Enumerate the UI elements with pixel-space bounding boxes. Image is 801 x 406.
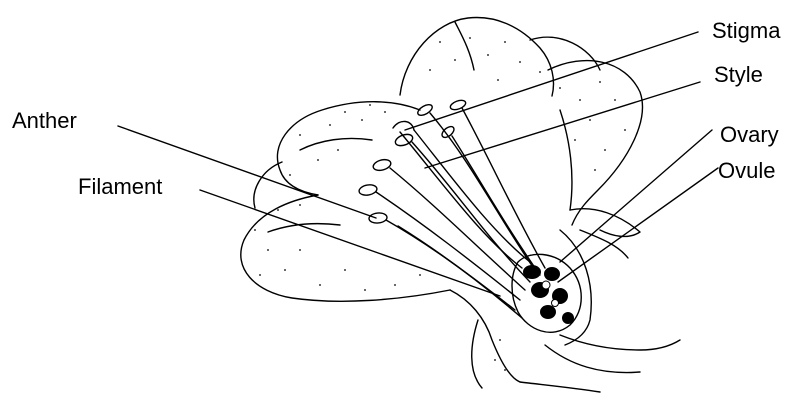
ovule-label: Ovule bbox=[718, 160, 775, 182]
ovule-leader bbox=[558, 168, 718, 282]
petal-lower-left bbox=[241, 195, 450, 301]
ovary-label: Ovary bbox=[720, 124, 779, 146]
petal-back-fold bbox=[455, 22, 474, 70]
petal-back bbox=[400, 18, 554, 96]
anther-shape bbox=[369, 212, 388, 224]
filament-leader bbox=[200, 190, 500, 296]
petal-upper-left-vein bbox=[300, 138, 372, 150]
anther-shape bbox=[372, 158, 392, 172]
filament-shape bbox=[430, 113, 535, 270]
receptacle-right bbox=[560, 230, 591, 345]
petal-lower-left-2 bbox=[254, 162, 282, 208]
sepal-left bbox=[472, 320, 482, 388]
stem bbox=[520, 382, 600, 392]
filament-label: Filament bbox=[78, 176, 162, 198]
style-leader bbox=[425, 82, 700, 168]
petal-back-edge bbox=[530, 37, 600, 70]
petal-right-curl-2 bbox=[580, 230, 628, 258]
ovules bbox=[523, 265, 574, 324]
ovary-leader bbox=[560, 130, 712, 262]
filament-shape bbox=[390, 168, 525, 290]
stigma-leader bbox=[405, 32, 698, 130]
petal-upper-left bbox=[277, 102, 420, 195]
anther-label: Anther bbox=[12, 110, 77, 132]
style-label: Style bbox=[714, 64, 763, 86]
stigma-label: Stigma bbox=[712, 20, 780, 42]
anther-shape bbox=[358, 184, 377, 197]
receptacle bbox=[450, 290, 520, 382]
filament-shape bbox=[398, 226, 522, 318]
style-shape bbox=[414, 130, 530, 262]
petal-lower-left-fold bbox=[268, 224, 340, 232]
petal-right bbox=[548, 61, 642, 225]
